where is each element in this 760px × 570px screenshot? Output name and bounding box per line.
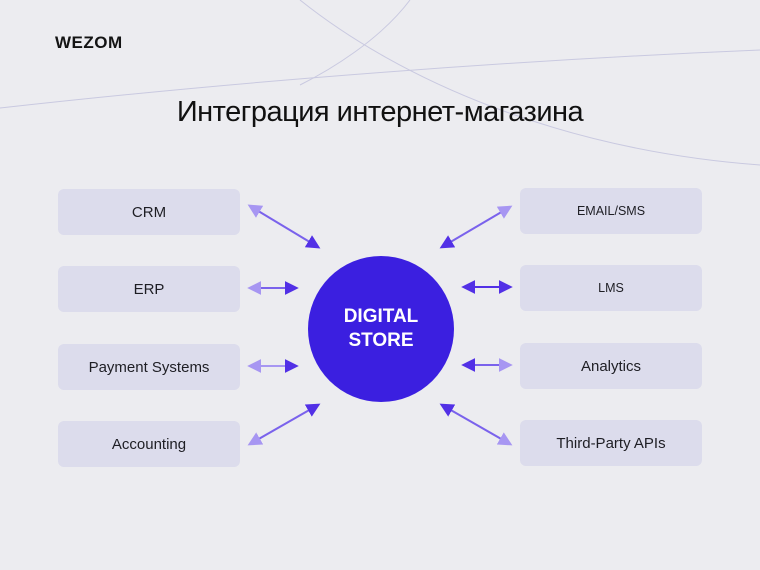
node-third-party-apis: Third-Party APIs — [520, 420, 702, 466]
node-payment-systems: Payment Systems — [58, 344, 240, 390]
node-analytics: Analytics — [520, 343, 702, 389]
node-email-sms: EMAIL/SMS — [520, 188, 702, 234]
node-crm: CRM — [58, 189, 240, 235]
brand-logo[interactable]: WEZOM — [55, 33, 123, 52]
node-accounting: Accounting — [58, 421, 240, 467]
page-title: Интеграция интернет-магазина — [176, 96, 584, 128]
node-erp: ERP — [58, 266, 240, 312]
hub-line-1: DIGITAL — [343, 306, 419, 327]
node-lms: LMS — [520, 265, 702, 311]
arrow-accounting-store — [247, 403, 321, 446]
arrow-store-email — [439, 205, 513, 249]
arrow-store-thirdparty — [439, 403, 513, 446]
hub-line-2: STORE — [348, 330, 414, 351]
digital-store-hub: DIGITAL STORE — [308, 256, 454, 402]
arrow-crm-store — [247, 204, 321, 249]
